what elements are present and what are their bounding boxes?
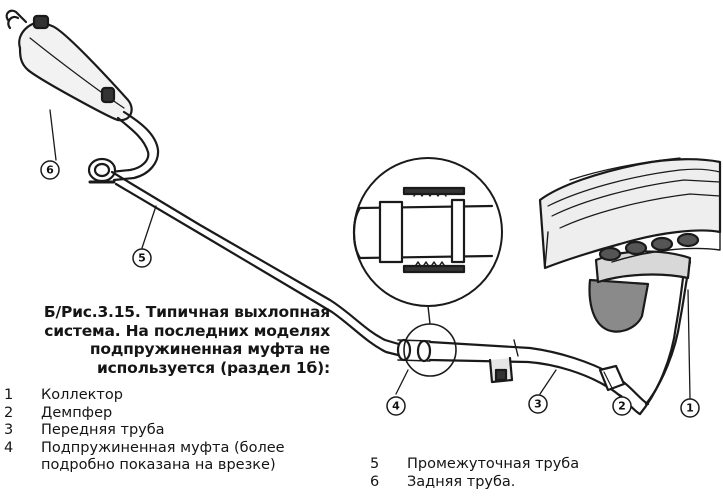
figure-caption: Б/Рис.3.15. Типичная выхлопная система. … bbox=[43, 303, 330, 377]
legend-text: Подпружиненная муфта (более подробно пок… bbox=[41, 439, 285, 474]
legend-item: 4 Подпружиненная муфта (более подробно п… bbox=[4, 440, 354, 475]
callout-3: 3 bbox=[534, 398, 542, 411]
legend-text: Промежуточная труба bbox=[407, 456, 580, 472]
callout-2: 2 bbox=[618, 400, 626, 413]
rear-hanger bbox=[87, 157, 117, 184]
legend-number: 2 bbox=[4, 404, 14, 421]
callout-circles bbox=[40, 160, 700, 418]
legend-item: 5 Промежуточная труба bbox=[370, 456, 670, 474]
legend-number: 4 bbox=[4, 439, 14, 456]
legend-item: 3 Передняя труба bbox=[4, 422, 354, 440]
damper bbox=[598, 364, 626, 392]
engine-block bbox=[538, 157, 722, 270]
spring-coupling bbox=[396, 323, 457, 377]
callout-5: 5 bbox=[138, 252, 146, 265]
inset-detail bbox=[352, 157, 503, 325]
legend-right: 5 Промежуточная труба 6 Задняя труба. bbox=[370, 456, 670, 491]
leader-lines bbox=[49, 109, 691, 399]
legend-number: 6 bbox=[370, 473, 380, 490]
legend-text: Коллектор bbox=[41, 387, 123, 403]
legend-text: Демпфер bbox=[41, 404, 113, 421]
legend-item: 2 Демпфер bbox=[4, 405, 354, 423]
callout-1: 1 bbox=[686, 402, 694, 415]
intermediate-pipe bbox=[110, 170, 404, 358]
legend-number: 5 bbox=[370, 456, 380, 472]
callout-6: 6 bbox=[46, 164, 54, 177]
rear-muffler bbox=[5, 9, 160, 182]
legend-number: 3 bbox=[4, 422, 14, 438]
legend-number: 1 bbox=[4, 387, 14, 403]
legend-item: 6 Задняя труба. bbox=[370, 474, 670, 492]
legend-left: 1 Коллектор 2 Демпфер 3 Передняя труба 4… bbox=[4, 387, 354, 475]
legend-text: Задняя труба. bbox=[407, 473, 516, 490]
legend-text: Передняя труба bbox=[41, 422, 165, 438]
callout-4: 4 bbox=[392, 400, 400, 413]
legend-item: 1 Коллектор bbox=[4, 387, 354, 405]
